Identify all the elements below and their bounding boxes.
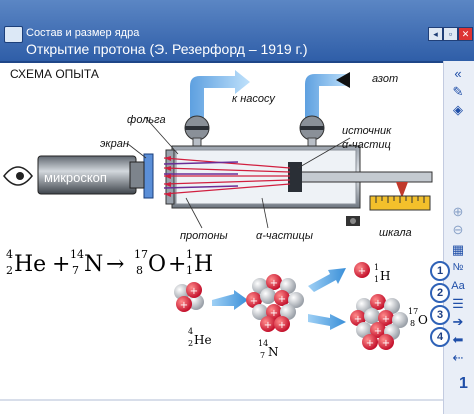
eraser-icon[interactable]: ◈ [453, 102, 463, 117]
label-foil: фольга [127, 114, 166, 126]
right-toolbar [443, 61, 474, 414]
label-alpha: α-частицы [256, 230, 313, 242]
svg-text:+: + [374, 326, 382, 337]
svg-text:+: + [270, 308, 278, 319]
page-number: 1 [459, 375, 468, 392]
svg-text:+: + [270, 278, 278, 289]
minimize-button[interactable]: ◂ [428, 27, 443, 41]
reaction-arrow: → [106, 252, 125, 277]
symbol-o: O [148, 252, 167, 277]
anim-he-z: 2 [188, 339, 193, 348]
close-button[interactable]: ✕ [458, 27, 473, 41]
window-subtitle: Состав и размер ядра [26, 27, 140, 39]
anim-o: O [418, 313, 428, 327]
anim-h-a: 1 [374, 263, 379, 272]
anim-he-a: 4 [188, 327, 193, 336]
source-rod [299, 171, 433, 183]
maximize-button[interactable]: ▫ [443, 27, 458, 41]
grid-icon[interactable]: ▦ [451, 242, 465, 257]
list-icon[interactable]: ☰ [452, 296, 464, 311]
anim-o-z: 8 [410, 319, 415, 328]
step-button-3[interactable]: 3 [430, 305, 450, 325]
label-protons: протоны [180, 230, 228, 242]
svg-text:+: + [366, 338, 374, 349]
title-bar [0, 0, 474, 63]
flow-arrow-lower [308, 314, 346, 330]
app-icon [4, 26, 23, 43]
label-to-pump: к насосу [232, 93, 275, 105]
symbol-n: N [84, 252, 104, 277]
symbol-he: He [14, 252, 47, 277]
diagram-heading: СХЕМА ОПЫТА [10, 67, 99, 81]
svg-text:+: + [374, 298, 382, 309]
label-nitrogen: азот [372, 73, 399, 85]
helium-nucleus: + + [174, 282, 204, 312]
hydrogen-nucleus: + [354, 262, 370, 278]
svg-text:+: + [382, 314, 390, 325]
prev-arrow-icon[interactable]: ⬅ [452, 332, 464, 347]
anim-h: H [380, 269, 390, 283]
zoom-out-icon[interactable]: ⊖ [452, 222, 464, 237]
step-button-2[interactable]: 2 [430, 283, 450, 303]
bottom-divider [0, 399, 443, 401]
nitrogen-flow-arrow [305, 74, 350, 122]
window-title: Открытие протона (Э. Резерфорд – 1919 г.… [26, 41, 308, 57]
page-back-icon[interactable]: ⇠ [452, 350, 464, 365]
symbol-h: H [194, 252, 214, 277]
pencil-icon[interactable]: ✎ [452, 84, 464, 99]
svg-text:+: + [278, 320, 286, 331]
nitrogen-inlet-arrowhead [336, 72, 350, 88]
reaction-illustration: + + + + + + + + + [174, 262, 428, 360]
fluorescent-screen [143, 153, 154, 199]
svg-text:+: + [278, 294, 286, 305]
zoom-in-icon[interactable]: ⊕ [452, 204, 464, 219]
label-microscope: микроскоп [44, 170, 107, 185]
label-screen: экран [100, 138, 129, 150]
anim-he: He [194, 333, 212, 347]
step-button-4[interactable]: 4 [430, 327, 450, 347]
text-icon[interactable]: Aa [451, 280, 465, 292]
apparatus-diagram [3, 70, 433, 229]
svg-text:+: + [382, 338, 390, 349]
anim-o-a: 17 [408, 307, 418, 316]
svg-text:+: + [190, 286, 198, 297]
svg-text:+: + [354, 314, 362, 325]
label-source-line2: α-частиц [342, 139, 391, 151]
step-button-1[interactable]: 1 [430, 261, 450, 281]
svg-text:+: + [180, 300, 188, 311]
svg-text:+: + [264, 320, 272, 331]
anim-n: N [268, 345, 279, 359]
anim-n-z: 7 [260, 351, 265, 360]
anim-h-z: 1 [374, 275, 379, 284]
reaction-equation: 4 2 He + 14 7 N → 17 8 O + 1 1 H [6, 248, 214, 277]
svg-text:+: + [358, 266, 366, 277]
next-arrow-icon[interactable]: ➔ [452, 314, 464, 329]
label-source-line1: источник [342, 125, 392, 137]
oxygen-nucleus: + + + + + + [350, 294, 408, 350]
label-scale: шкала [379, 227, 412, 239]
back-icon[interactable]: « [454, 66, 462, 81]
flow-arrow-1 [212, 290, 248, 310]
flow-arrow-upper [308, 268, 346, 292]
pump-flow-arrow [190, 70, 250, 122]
anim-n-a: 14 [258, 339, 268, 348]
nitrogen-nucleus: + + + + + + [246, 274, 304, 332]
number-icon[interactable]: № [452, 262, 464, 273]
svg-text:+: + [250, 296, 258, 307]
